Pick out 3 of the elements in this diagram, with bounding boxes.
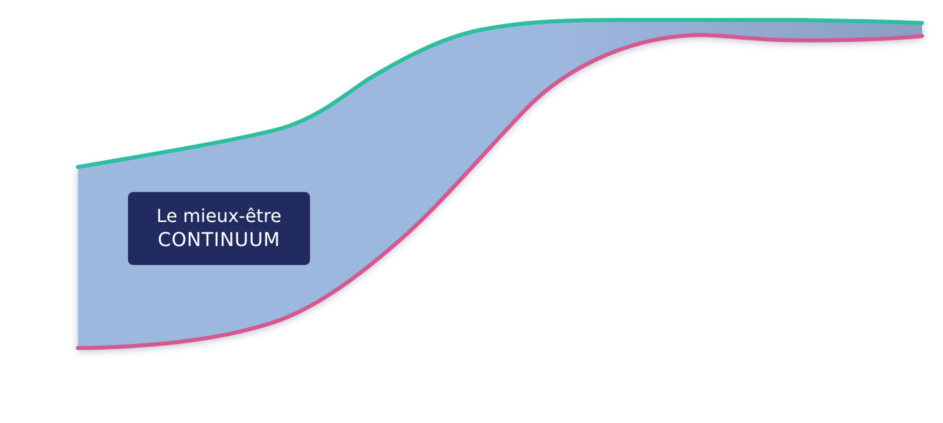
subheading-text: CONTINUUM <box>158 228 280 252</box>
heading-text: Le mieux-être <box>156 206 282 228</box>
title-panel <box>128 192 310 265</box>
